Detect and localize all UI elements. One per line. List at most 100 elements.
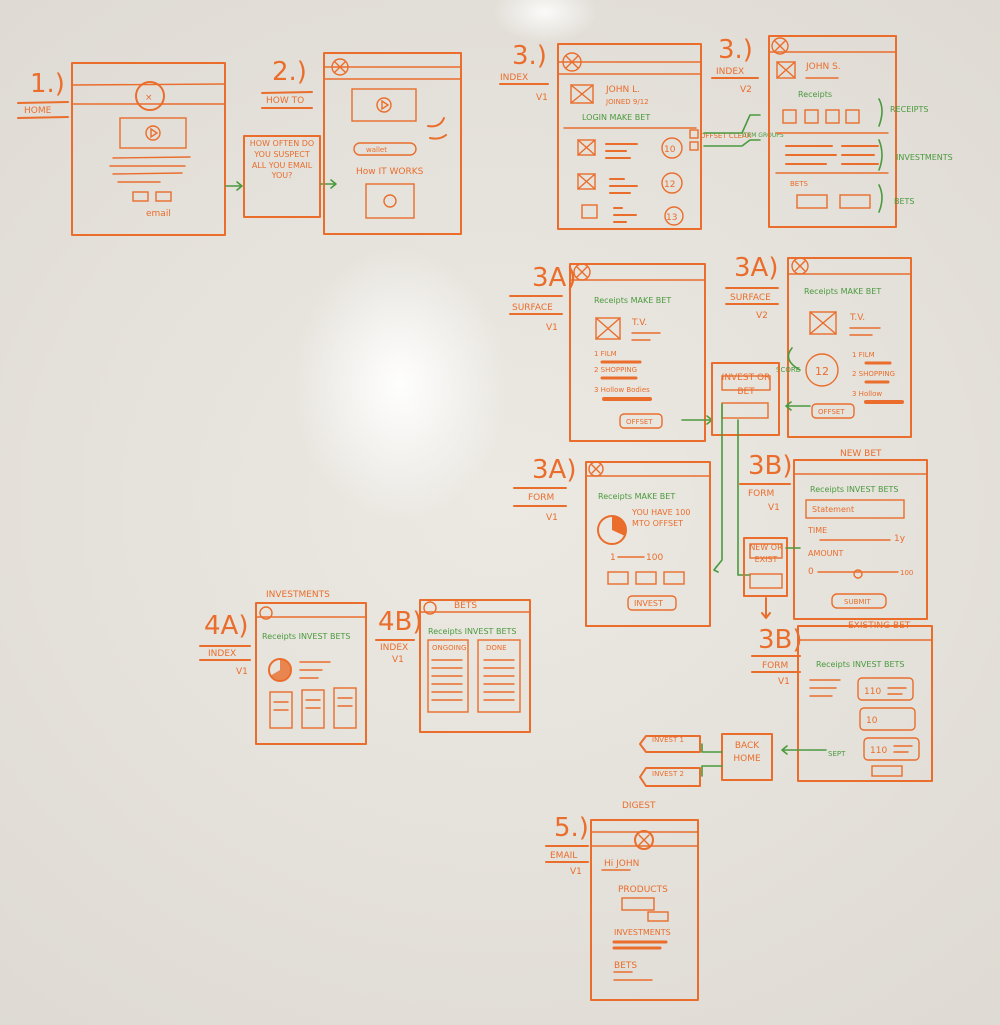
logo-icon [588, 461, 604, 477]
flow-arrow [225, 181, 243, 191]
score-badge [661, 137, 683, 159]
svg-text:INVEST 2: INVEST 2 [652, 770, 684, 778]
frame-investments: 4A) INDEX V1 INVESTMENTS Receipts INVEST… [199, 590, 367, 745]
nav-bar[interactable]: Receipts MAKE BET [598, 492, 675, 501]
score-badge [661, 172, 683, 194]
nav-bar[interactable]: Receipts INVEST BETS [262, 632, 350, 641]
svg-text:V1: V1 [236, 667, 248, 677]
svg-text:V2: V2 [740, 85, 752, 95]
nav-bar[interactable]: Receipts INVEST BETS [428, 627, 516, 636]
frame-heading: DIGEST [622, 801, 656, 811]
frame-new-bet: 3B) FORM V1 NEW BET Receipts INVEST BETS… [739, 449, 928, 620]
invest-or-bet-node: INVEST OR BET [711, 362, 780, 576]
logo-icon [634, 830, 654, 850]
frame-title: INDEX [380, 643, 408, 653]
phone-outline [419, 599, 531, 733]
svg-text:V1: V1 [570, 867, 582, 877]
svg-text:INVEST 1: INVEST 1 [652, 736, 684, 744]
svg-text:3 Hollow Bodies: 3 Hollow Bodies [594, 386, 650, 394]
frame-bets: 4B) INDEX V1 BETS Receipts INVEST BETS O… [375, 599, 531, 733]
frame-title: HOME [24, 106, 52, 116]
svg-text:100: 100 [900, 569, 913, 577]
svg-text:OFFSET: OFFSET [818, 408, 845, 416]
bets-section: BETS [614, 961, 637, 971]
svg-text:V1: V1 [546, 513, 558, 523]
svg-text:V1: V1 [536, 93, 548, 103]
frame-existing-bet: 3B) FORM V1 EXISTING BET Receipts INVEST… [751, 621, 933, 782]
svg-text:12: 12 [664, 180, 675, 190]
offset-button[interactable] [811, 403, 855, 419]
svg-text:V1: V1 [768, 503, 780, 513]
play-icon [376, 97, 392, 113]
frame-title: FORM [748, 489, 774, 499]
frame-title: SURFACE [730, 293, 771, 303]
frame-surface-v2: 3A) SURFACE V2 Receipts MAKE BET T.V. 12… [725, 253, 912, 438]
statement-input[interactable] [805, 499, 905, 519]
question-text: HOW OFTEN DO YOU SUSPECT ALL YOU EMAIL Y… [249, 139, 315, 181]
annotation-receipts: RECEIPTS [890, 105, 928, 114]
investments-section: INVESTMENTS [614, 928, 671, 937]
offset-message: YOU HAVE 100 MTO OFFSET [632, 508, 691, 528]
frame-title: FORM [528, 493, 554, 503]
play-icon [383, 194, 397, 208]
frame-number: 3A) [734, 253, 778, 283]
svg-text:V1: V1 [546, 323, 558, 333]
how-it-works-label: How IT WORKS [356, 167, 424, 177]
invest-button[interactable] [627, 595, 677, 611]
nav-bar[interactable]: Receipts MAKE BET [804, 287, 881, 296]
logo-icon [331, 58, 349, 76]
invest-links: INVEST 1 INVEST 2 [639, 735, 701, 787]
greeting: Hi JOHN [604, 859, 639, 869]
frame-home: 1.) HOME × email [17, 62, 226, 236]
svg-text:wallet: wallet [366, 146, 387, 154]
video-placeholder-2 [365, 183, 415, 219]
nav-bar[interactable]: LOGIN MAKE BET [582, 113, 650, 122]
logo-icon [423, 601, 437, 615]
offset-button[interactable] [619, 413, 663, 429]
frame-number: 4B) [378, 607, 423, 637]
logo-icon [135, 81, 165, 111]
user-name: JOHN S. [805, 62, 841, 72]
svg-text:0: 0 [808, 567, 814, 577]
frame-title: INDEX [208, 649, 236, 659]
user-name: JOHN L. [605, 85, 640, 95]
frame-heading: BETS [454, 601, 477, 611]
frame-title: INDEX [500, 73, 528, 83]
phone-outline [569, 263, 706, 442]
svg-text:V2: V2 [756, 311, 768, 321]
phone-outline [255, 602, 367, 745]
phone-outline [585, 461, 711, 627]
logo-icon [771, 37, 789, 55]
phone-outline [787, 257, 912, 438]
svg-text:×: × [145, 93, 153, 103]
submit-button[interactable] [831, 593, 887, 609]
frame-heading: NEW BET [840, 449, 882, 459]
wallet-button[interactable] [353, 142, 417, 156]
nav-bar[interactable]: Receipts INVEST BETS [810, 485, 898, 494]
frame-number: 5.) [554, 813, 589, 843]
new-or-exist-node: NEW OR EXIST [743, 537, 801, 619]
phone-outline [797, 625, 933, 782]
svg-text:JOINED 9/12: JOINED 9/12 [605, 98, 649, 106]
nav-bar[interactable]: Receipts MAKE BET [594, 296, 671, 305]
annotation-investments: INVESTMENTS [896, 153, 953, 162]
email-cta: email [146, 209, 171, 219]
play-icon [145, 125, 161, 141]
svg-text:SEPT: SEPT [828, 750, 846, 758]
frame-surface-v1: 3A) SURFACE V1 Receipts MAKE BET T.V. 1 … [509, 263, 706, 442]
svg-text:2 SHOPPING: 2 SHOPPING [852, 370, 895, 378]
nav-bar[interactable]: Receipts INVEST BETS [816, 660, 904, 669]
logo-icon [259, 606, 273, 620]
frame-how-to: 2.) HOW TO wallet How IT WORKS [261, 52, 462, 235]
frame-number: 3A) [532, 455, 576, 485]
item-title: T.V. [849, 313, 865, 323]
frame-title: FORM [762, 661, 788, 671]
receipts-section: Receipts [798, 90, 832, 99]
svg-text:ONGOING: ONGOING [432, 644, 466, 652]
svg-text:1y: 1y [894, 534, 906, 544]
products-section: PRODUCTS [618, 885, 668, 895]
svg-text:AMOUNT: AMOUNT [808, 549, 844, 558]
phone-outline [768, 35, 897, 228]
svg-text:110: 110 [864, 687, 881, 697]
frame-number: 3.) [718, 35, 753, 65]
